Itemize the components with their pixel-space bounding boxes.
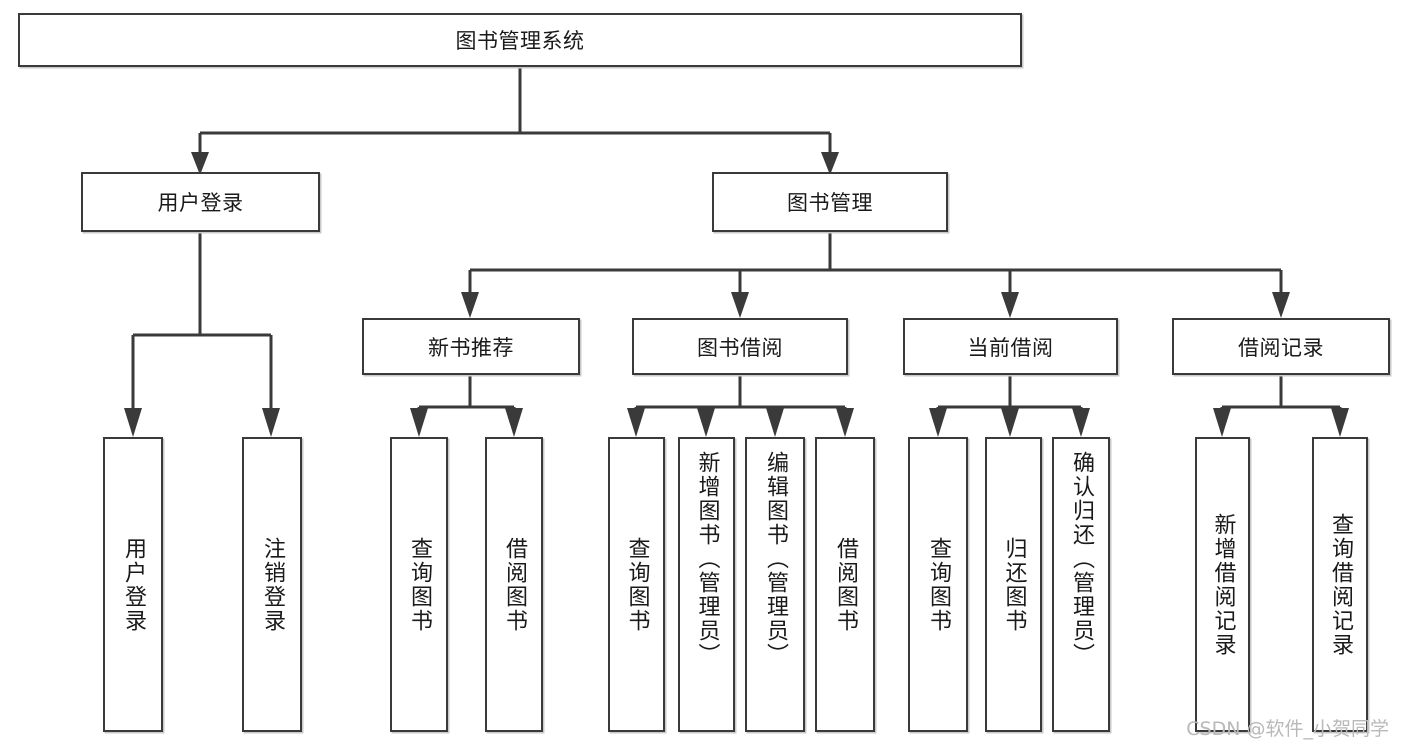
- node-root-library-management-system[interactable]: 图书管理系统: [18, 13, 1022, 67]
- node-label: 新书推荐: [428, 335, 514, 360]
- node-label: 新增借阅记录: [1210, 512, 1236, 657]
- node-label: 图书借阅: [697, 335, 783, 360]
- node-user-login[interactable]: 用户登录: [81, 172, 320, 232]
- leaf-return-books[interactable]: 归还图书: [985, 437, 1042, 732]
- node-label: 图书管理: [787, 191, 873, 215]
- leaf-query-borrow-record[interactable]: 查询借阅记录: [1312, 437, 1368, 732]
- node-borrow-records[interactable]: 借阅记录: [1172, 318, 1390, 375]
- node-label: 确认归还（管理员）: [1069, 451, 1094, 667]
- leaf-query-books-borrowing[interactable]: 查询图书: [608, 437, 665, 732]
- node-label: 查询图书: [926, 536, 951, 633]
- node-label: 注销登录: [260, 536, 285, 633]
- node-book-borrowing[interactable]: 图书借阅: [632, 318, 848, 375]
- node-label: 借阅图书: [502, 536, 527, 633]
- leaf-query-books-current[interactable]: 查询图书: [908, 437, 968, 732]
- node-new-book-recommendation[interactable]: 新书推荐: [362, 318, 580, 375]
- node-label: 查询借阅记录: [1328, 512, 1353, 657]
- leaf-user-login[interactable]: 用户登录: [103, 437, 163, 732]
- node-label: 新增图书（管理员）: [694, 451, 720, 667]
- node-label: 用户登录: [157, 191, 244, 215]
- leaf-query-books-recommendation[interactable]: 查询图书: [390, 437, 448, 732]
- leaf-borrow-books-recommendation[interactable]: 借阅图书: [485, 437, 543, 732]
- leaf-confirm-return-admin[interactable]: 确认归还（管理员）: [1052, 437, 1110, 732]
- node-label: 借阅记录: [1238, 335, 1324, 360]
- leaf-edit-book-admin[interactable]: 编辑图书（管理员）: [745, 437, 805, 732]
- leaf-borrow-books-borrowing[interactable]: 借阅图书: [815, 437, 875, 732]
- leaf-add-borrow-record[interactable]: 新增借阅记录: [1195, 437, 1250, 732]
- node-label: 编辑图书（管理员）: [763, 451, 788, 667]
- node-current-borrowing[interactable]: 当前借阅: [903, 318, 1118, 375]
- leaf-add-book-admin[interactable]: 新增图书（管理员）: [678, 437, 735, 732]
- node-book-management[interactable]: 图书管理: [712, 172, 948, 232]
- leaf-logout[interactable]: 注销登录: [242, 437, 302, 732]
- node-label: 用户登录: [121, 536, 146, 633]
- node-label: 图书管理系统: [455, 29, 585, 53]
- node-label: 借阅图书: [833, 536, 858, 633]
- node-label: 归还图书: [1001, 536, 1027, 633]
- node-label: 查询图书: [407, 536, 432, 633]
- node-label: 当前借阅: [967, 335, 1054, 360]
- node-label: 查询图书: [624, 536, 650, 633]
